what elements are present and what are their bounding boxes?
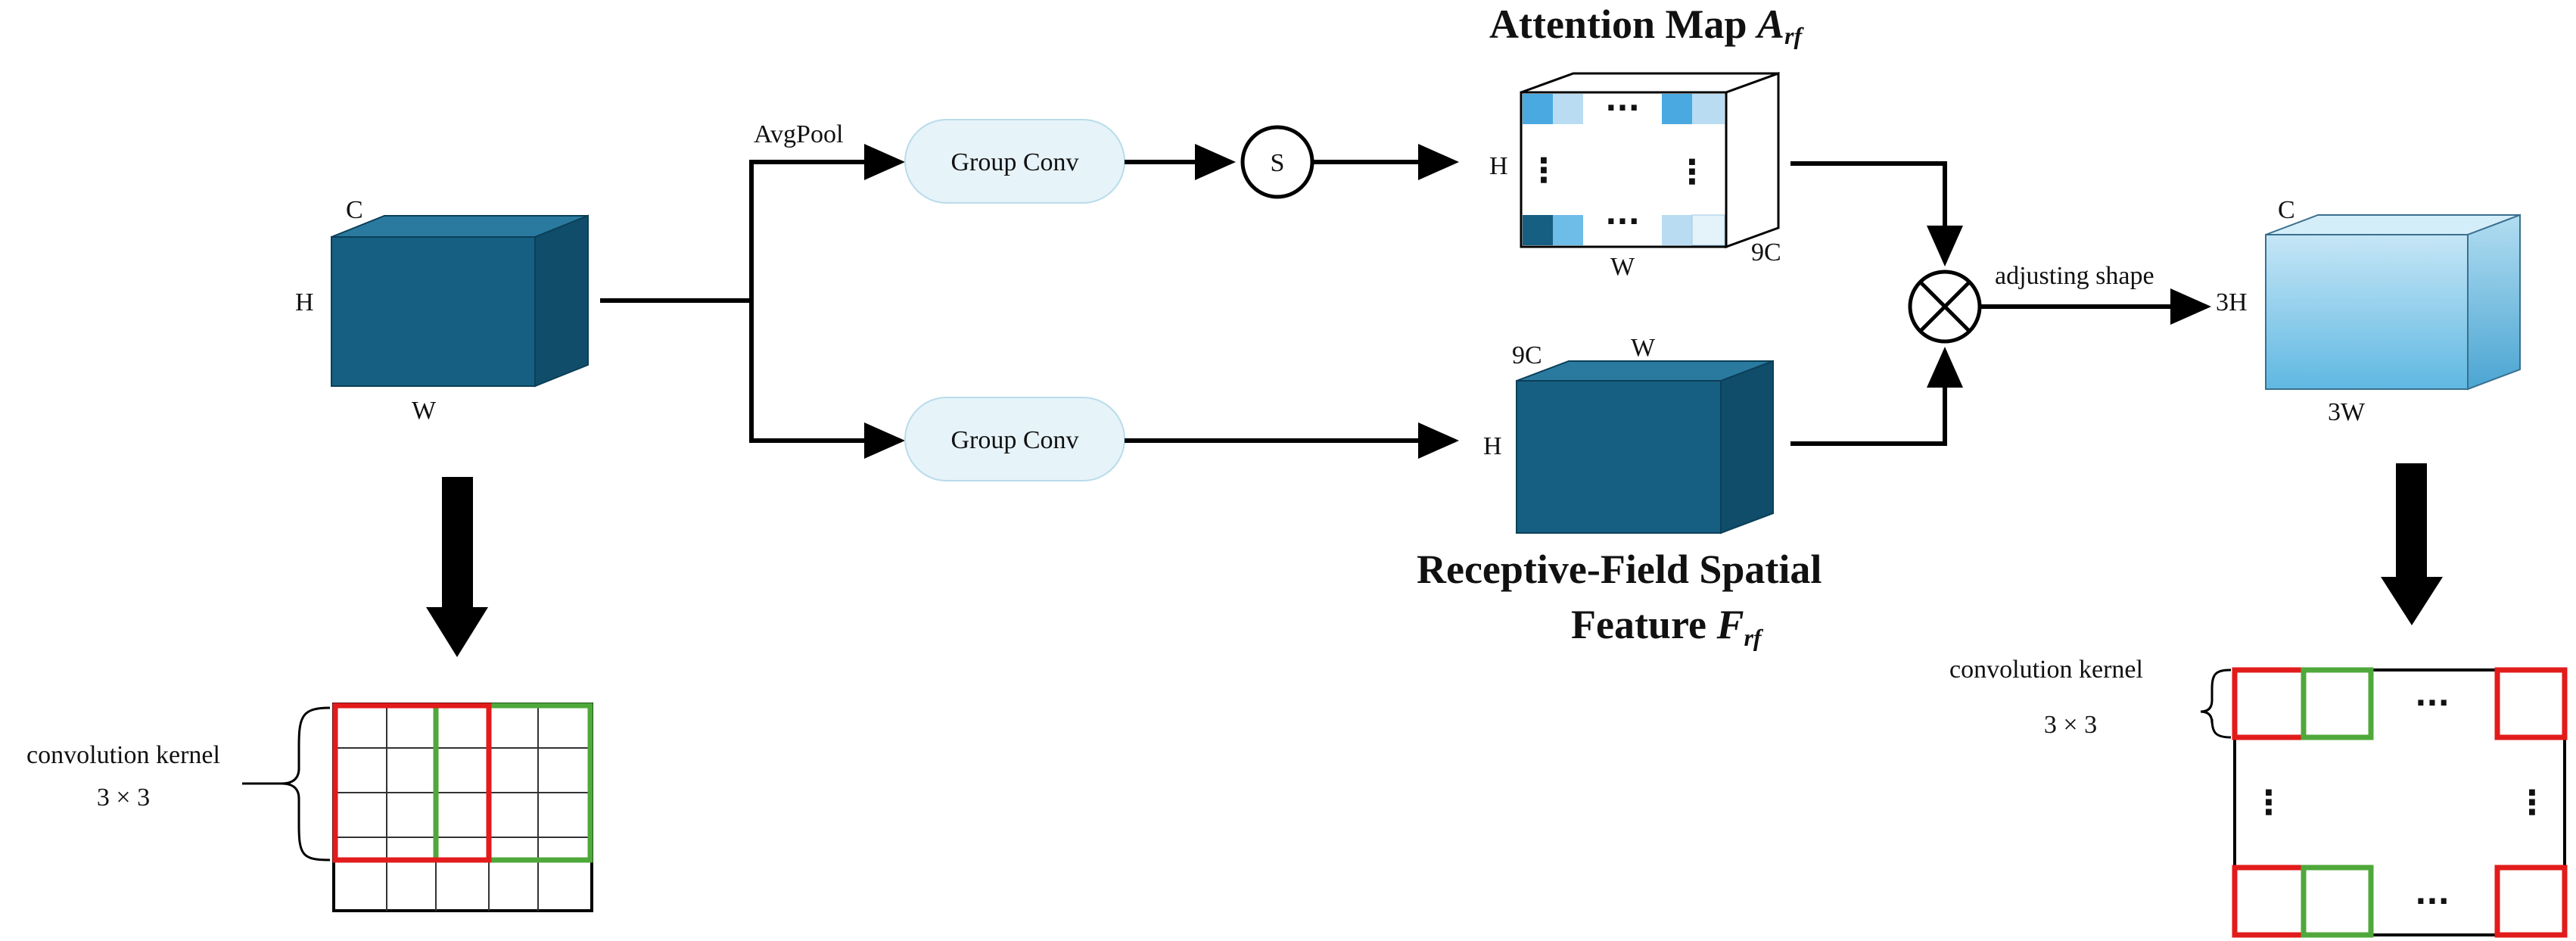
right-down-arrow xyxy=(2381,463,2443,625)
attention-top-dots: ··· xyxy=(1605,91,1640,126)
right-grid-left-vdots: ⋮ xyxy=(2252,784,2285,822)
right-grid-bottom-dots: ··· xyxy=(2415,884,2450,919)
left-kernel-green xyxy=(433,703,593,863)
right-kernel-grid: ··· ··· ⋮ ⋮ xyxy=(2232,667,2568,938)
output-tensor-front xyxy=(2265,234,2469,390)
output-tensor-side xyxy=(2467,213,2521,391)
right-grid-right-vdots: ⋮ xyxy=(2515,784,2549,822)
attention-cell xyxy=(1662,94,1692,124)
group-conv-top-label: Group Conv xyxy=(950,148,1078,176)
rf-feature-tensor xyxy=(1516,360,1774,534)
left-down-arrow xyxy=(426,477,488,657)
input-height-label: H xyxy=(295,288,314,316)
rf-feature-height-label: H xyxy=(1483,432,1502,460)
softmax-symbol: S xyxy=(1271,149,1285,177)
rf-feature-depth-label: 9C xyxy=(1512,341,1542,369)
attention-depth-label: 9C xyxy=(1751,238,1781,266)
attention-right-vdots: ⋮ xyxy=(1675,153,1709,192)
rf-feature-side xyxy=(1720,360,1774,534)
adjusting-shape-label: adjusting shape xyxy=(1995,262,2154,290)
right-kernel-red xyxy=(2494,667,2568,740)
rf-feature-front xyxy=(1516,380,1722,534)
attention-height-label: H xyxy=(1489,152,1508,180)
attention-cell xyxy=(1553,94,1583,124)
attention-cell xyxy=(1692,94,1725,124)
multiply-cross xyxy=(1919,281,1971,332)
right-kernel-brace xyxy=(2200,668,2232,739)
attention-map-block: ··· ··· ⋮ ⋮ xyxy=(1520,71,1780,249)
attention-cell xyxy=(1691,214,1725,246)
attention-cell xyxy=(1553,215,1583,245)
feature-to-multiply-arrow xyxy=(1790,347,1963,446)
attention-to-multiply-arrow xyxy=(1790,161,1963,266)
input-channel-label: C xyxy=(346,196,363,224)
multiply-node xyxy=(1908,270,1982,344)
right-kernel-size: 3 × 3 xyxy=(2044,711,2097,739)
right-grid-top-dots: ··· xyxy=(2415,686,2450,721)
attention-map-title: Attention Map Arf xyxy=(1489,2,1804,49)
attention-bottom-dots: ··· xyxy=(1605,204,1640,239)
attention-cell xyxy=(1662,215,1692,245)
attention-map-side xyxy=(1725,71,1780,249)
right-grid-frame xyxy=(2233,668,2566,936)
input-tensor-front xyxy=(331,236,536,387)
output-channel-label: C xyxy=(2278,196,2295,224)
right-kernel-green xyxy=(2301,667,2374,740)
left-kernel-red xyxy=(332,703,492,863)
rf-feature-title-line1: Receptive-Field Spatial xyxy=(1417,547,1822,592)
avgpool-label: AvgPool xyxy=(754,120,843,148)
left-kernel-size: 3 × 3 xyxy=(97,784,150,812)
input-tensor xyxy=(331,214,589,388)
group-conv-bottom-label: Group Conv xyxy=(950,426,1078,454)
output-width-label: 3W xyxy=(2328,398,2366,426)
input-tensor-side xyxy=(534,214,589,388)
rf-feature-title-line2: Feature Frf xyxy=(1571,602,1764,651)
attention-width-label: W xyxy=(1610,253,1635,281)
attention-cell xyxy=(1523,94,1553,124)
right-kernel-green xyxy=(2301,865,2374,938)
output-tensor xyxy=(2265,213,2521,391)
left-kernel-grid xyxy=(332,703,593,912)
left-kernel-label: convolution kernel xyxy=(26,741,220,769)
attention-left-vdots: ⋮ xyxy=(1527,151,1560,190)
output-height-label: 3H xyxy=(2216,288,2248,316)
left-kernel-brace xyxy=(281,706,331,862)
input-width-label: W xyxy=(412,397,437,425)
right-kernel-red xyxy=(2494,865,2568,938)
attention-cell xyxy=(1523,215,1553,245)
rf-feature-width-label: W xyxy=(1631,334,1656,362)
right-kernel-label: convolution kernel xyxy=(1949,656,2143,684)
left-grid-frame xyxy=(332,703,593,912)
